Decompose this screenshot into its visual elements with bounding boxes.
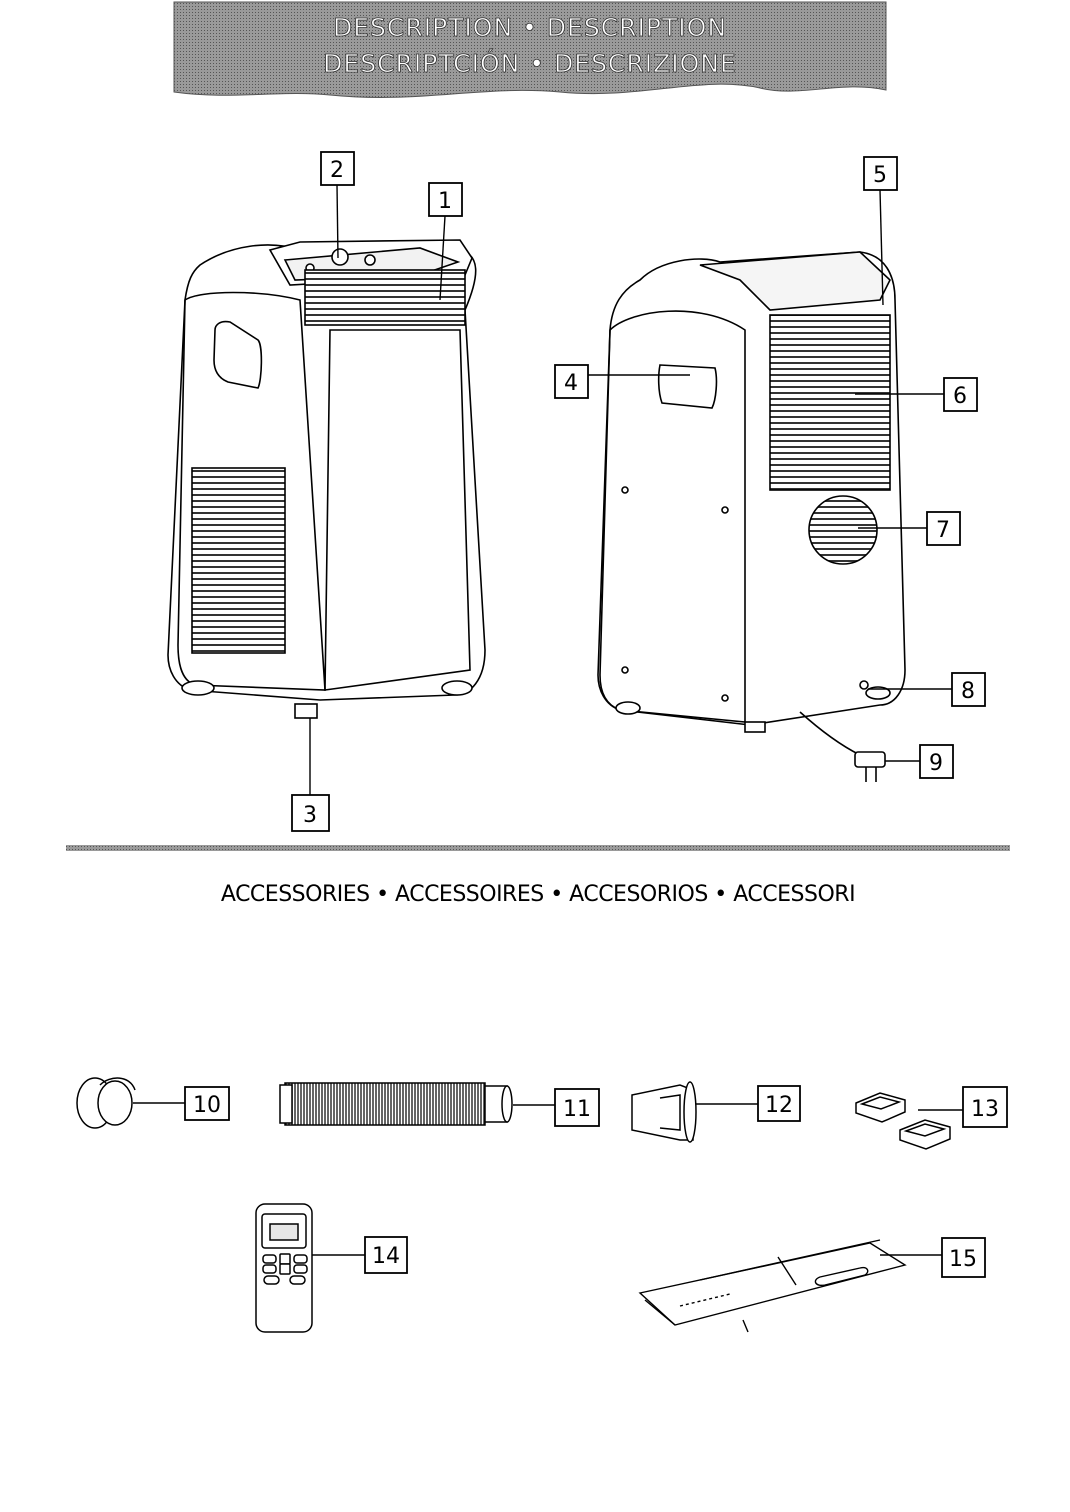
callout-1-label: 1 [438, 189, 452, 214]
callout-8-label: 8 [961, 679, 975, 704]
callout-3-label: 3 [303, 803, 317, 828]
callout-7-label: 7 [936, 518, 950, 543]
callout-5-label: 5 [873, 163, 887, 188]
accessory-11-hose [280, 1083, 512, 1125]
callout-10-label: 10 [193, 1093, 221, 1118]
accessory-13-pads [856, 1093, 950, 1149]
accessory-14-remote-control [256, 1204, 312, 1332]
callout-6-label: 6 [953, 384, 967, 409]
callout-10: 10 [133, 1087, 229, 1120]
callout-15-label: 15 [949, 1247, 977, 1272]
callout-15: 15 [880, 1238, 985, 1277]
accessories-heading: ACCESSORIES • ACCESSOIRES • ACCESORIOS •… [221, 882, 855, 907]
callout-14: 14 [312, 1237, 407, 1273]
unit-front-view [168, 240, 485, 718]
banner-title-line2: DESCRIPTCIÓN • DESCRIZIONE [323, 48, 737, 78]
callout-12-label: 12 [765, 1093, 793, 1118]
callout-14-label: 14 [372, 1244, 400, 1269]
callout-4-label: 4 [564, 371, 578, 396]
unit-rear-view [598, 252, 905, 782]
accessory-12-nozzle [632, 1082, 696, 1142]
callout-11: 11 [513, 1089, 599, 1126]
section-divider [66, 845, 1010, 851]
callout-12: 12 [696, 1086, 800, 1121]
title-banner: DESCRIPTION • DESCRIPTION DESCRIPTCIÓN •… [174, 2, 886, 97]
callout-11-label: 11 [563, 1097, 591, 1122]
callout-9: 9 [885, 745, 953, 778]
callout-13-label: 13 [971, 1097, 999, 1122]
callout-3: 3 [292, 718, 329, 831]
accessory-10-adapter [77, 1078, 135, 1128]
accessory-15-window-slider [640, 1240, 905, 1332]
banner-title-line1: DESCRIPTION • DESCRIPTION [333, 13, 727, 42]
callout-2-label: 2 [330, 158, 344, 183]
callout-9-label: 9 [929, 751, 943, 776]
